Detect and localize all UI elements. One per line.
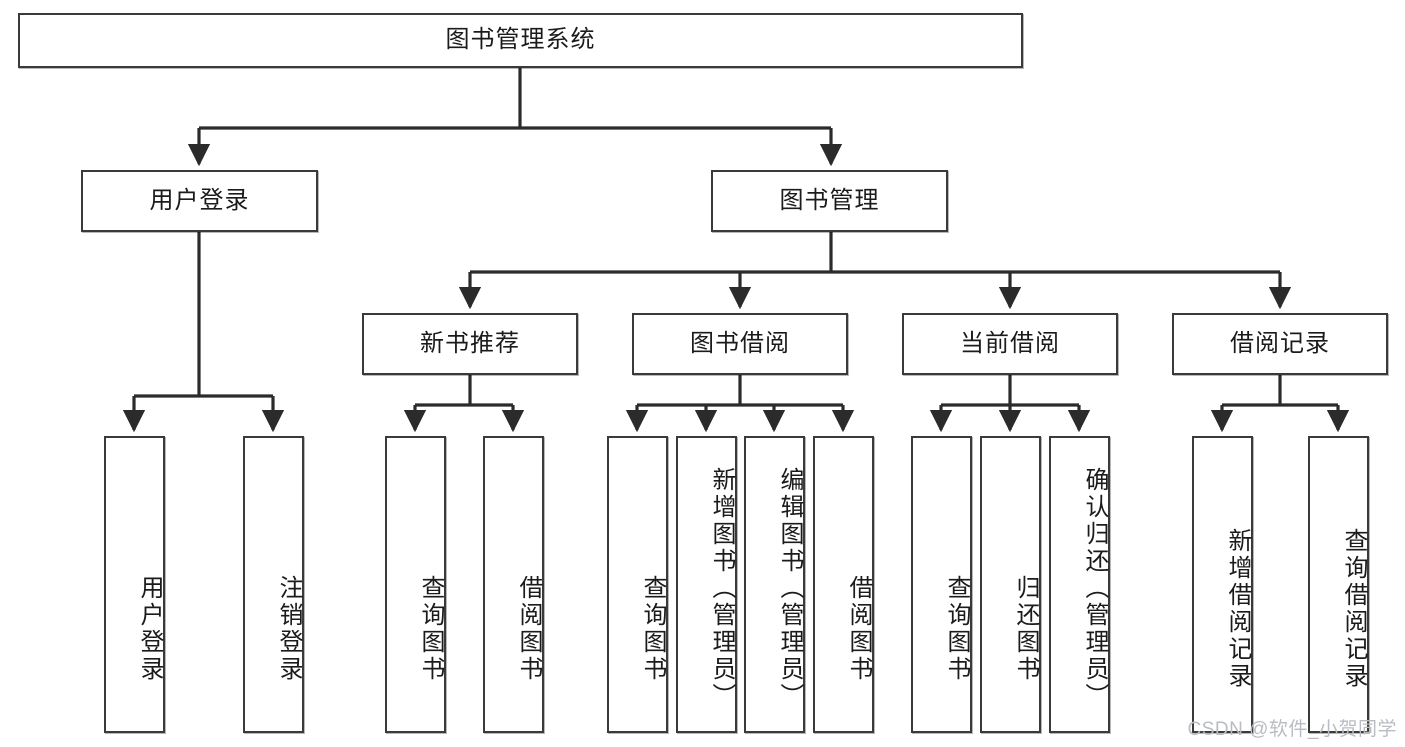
node-leaf-confirm-return-label: 确认归还（管理员） bbox=[1081, 467, 1108, 710]
node-leaf-add-book[interactable]: 新增图书（管理员） bbox=[676, 436, 737, 733]
node-leaf-query-book-1[interactable]: 查询图书 bbox=[385, 436, 446, 733]
node-leaf-logout-login[interactable]: 注销登录 bbox=[243, 436, 304, 733]
node-new-book-rec[interactable]: 新书推荐 bbox=[362, 313, 578, 375]
node-leaf-return-book-label: 归还图书 bbox=[1012, 574, 1039, 683]
node-root[interactable]: 图书管理系统 bbox=[18, 13, 1023, 68]
node-book-borrow-label: 图书借阅 bbox=[690, 329, 790, 357]
node-leaf-add-record[interactable]: 新增借阅记录 bbox=[1192, 436, 1253, 733]
node-book-borrow[interactable]: 图书借阅 bbox=[632, 313, 848, 375]
node-leaf-query-book-1-label: 查询图书 bbox=[417, 574, 444, 683]
node-current-borrow[interactable]: 当前借阅 bbox=[902, 313, 1118, 375]
node-leaf-borrow-book-1-label: 借阅图书 bbox=[515, 574, 542, 683]
node-book-manage[interactable]: 图书管理 bbox=[711, 170, 948, 232]
csdn-watermark: CSDN @软件_小贺同学 bbox=[1187, 719, 1397, 740]
node-root-label: 图书管理系统 bbox=[445, 26, 596, 54]
node-leaf-borrow-book-2[interactable]: 借阅图书 bbox=[813, 436, 874, 733]
node-borrow-record[interactable]: 借阅记录 bbox=[1172, 313, 1388, 375]
node-leaf-add-book-label: 新增图书（管理员） bbox=[708, 467, 735, 710]
node-leaf-query-book-3[interactable]: 查询图书 bbox=[911, 436, 972, 733]
node-leaf-add-record-label: 新增借阅记录 bbox=[1224, 527, 1251, 690]
node-leaf-query-book-2-label: 查询图书 bbox=[639, 574, 666, 683]
node-leaf-query-book-2[interactable]: 查询图书 bbox=[607, 436, 668, 733]
node-leaf-edit-book[interactable]: 编辑图书（管理员） bbox=[744, 436, 805, 733]
node-new-book-rec-label: 新书推荐 bbox=[420, 329, 520, 357]
node-leaf-query-book-3-label: 查询图书 bbox=[943, 574, 970, 683]
node-leaf-edit-book-label: 编辑图书（管理员） bbox=[776, 467, 803, 710]
node-leaf-logout-login-label: 注销登录 bbox=[275, 574, 302, 683]
node-leaf-borrow-book-2-label: 借阅图书 bbox=[845, 574, 872, 683]
node-leaf-query-record[interactable]: 查询借阅记录 bbox=[1308, 436, 1369, 733]
node-leaf-query-record-label: 查询借阅记录 bbox=[1340, 527, 1367, 690]
node-user-login-label: 用户登录 bbox=[149, 186, 250, 214]
node-leaf-return-book[interactable]: 归还图书 bbox=[980, 436, 1041, 733]
node-user-login[interactable]: 用户登录 bbox=[81, 170, 318, 232]
node-current-borrow-label: 当前借阅 bbox=[960, 329, 1060, 357]
node-leaf-user-login-label: 用户登录 bbox=[136, 574, 163, 683]
node-leaf-borrow-book-1[interactable]: 借阅图书 bbox=[483, 436, 544, 733]
node-leaf-confirm-return[interactable]: 确认归还（管理员） bbox=[1049, 436, 1110, 733]
node-borrow-record-label: 借阅记录 bbox=[1230, 329, 1330, 357]
node-book-manage-label: 图书管理 bbox=[779, 186, 880, 214]
node-leaf-user-login[interactable]: 用户登录 bbox=[104, 436, 165, 733]
